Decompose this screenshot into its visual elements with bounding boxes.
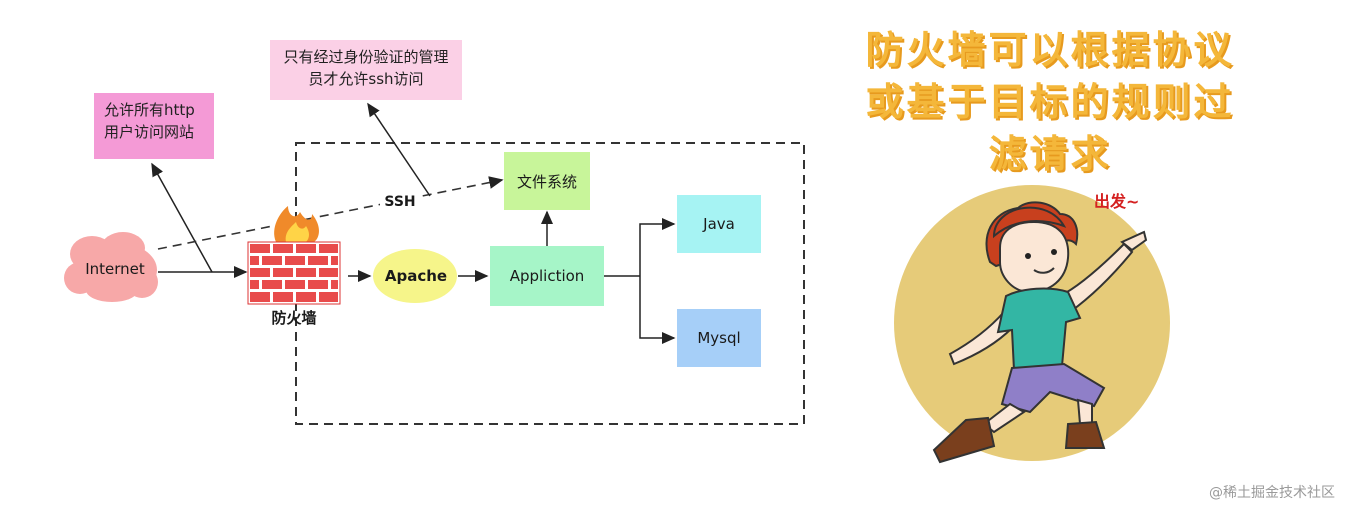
edge-to-java <box>639 218 676 276</box>
firewall-icon <box>247 206 341 305</box>
left-boot <box>932 416 996 464</box>
http-note-text: 允许所有http用户访问网站 <box>104 101 195 141</box>
watermark: @稀土掘金技术社区 <box>1209 485 1335 501</box>
edge-to-ssh-note <box>367 102 431 197</box>
face <box>999 220 1070 294</box>
internet-label: Internet <box>85 260 145 278</box>
edge-ssh <box>157 176 504 250</box>
application-node: Appliction <box>490 246 604 306</box>
ssh-note-text: 只有经过身份验证的管理员才允许ssh访问 <box>283 48 449 88</box>
mysql-node: Mysql <box>677 309 761 367</box>
ssh-note: 只有经过身份验证的管理员才允许ssh访问 <box>270 40 462 100</box>
apache-shape <box>373 249 457 303</box>
ssh-edge-label: SSH <box>380 192 420 212</box>
edge-to-http-note <box>151 162 213 273</box>
internet-cloud <box>64 232 158 302</box>
java-node: Java <box>677 195 761 253</box>
cartoon-caption: 出发~ <box>1094 192 1140 211</box>
cartoon-illustration <box>894 185 1170 464</box>
edge-to-mysql <box>639 276 676 344</box>
filesystem-node: 文件系统 <box>504 152 590 210</box>
right-boot <box>1064 420 1106 449</box>
http-note: 允许所有http用户访问网站 <box>94 93 214 159</box>
side-title: 防火墙可以根据协议或基于目标的规则过滤请求 <box>865 28 1235 176</box>
firewall-label: 防火墙 <box>271 308 317 327</box>
apache-node: Apache <box>384 267 448 285</box>
network-boundary <box>295 142 805 425</box>
